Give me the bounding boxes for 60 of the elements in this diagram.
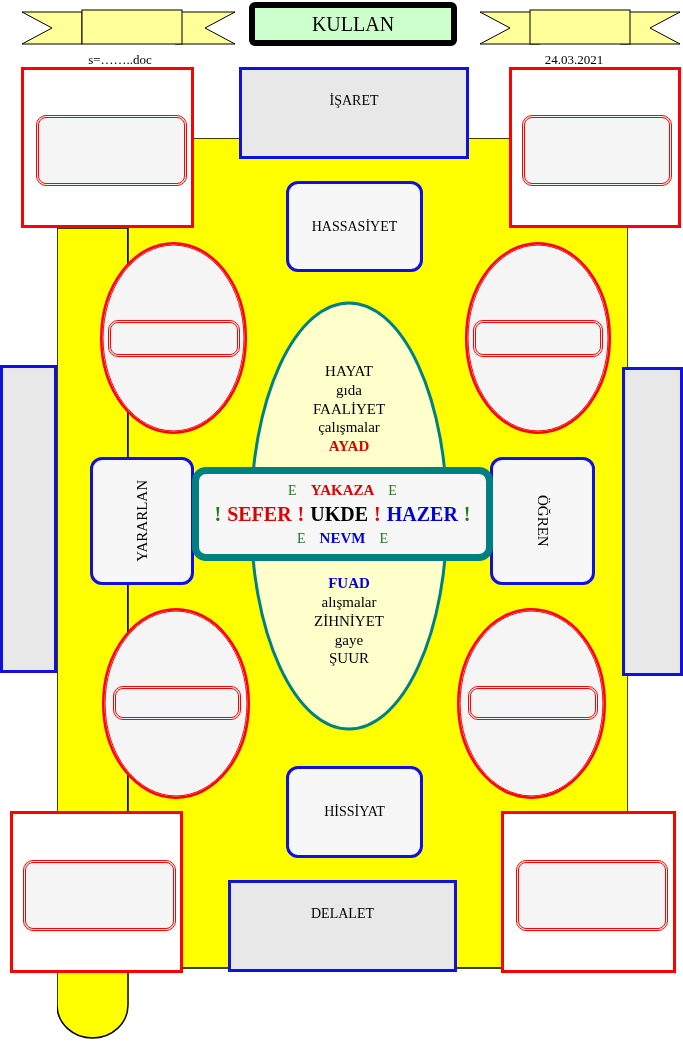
node-label: ! — [463, 501, 471, 527]
rounded-box — [286, 766, 423, 858]
node-label: ÖĞREN — [534, 495, 551, 547]
node-label: NEVM — [319, 528, 366, 548]
side-panel — [0, 365, 57, 673]
node-label: E — [388, 481, 397, 500]
node-label: İŞARET — [329, 92, 379, 110]
node-label: ! — [297, 501, 305, 527]
node-label: FAALİYET — [312, 399, 386, 419]
node-label: YARARLAN — [133, 480, 151, 562]
node-label: DELALET — [311, 905, 374, 923]
label-box — [228, 880, 457, 972]
rounded-box — [90, 457, 194, 585]
node-label: HAZER — [386, 501, 458, 527]
side-panel — [622, 367, 683, 676]
frame-box — [509, 67, 681, 228]
node-label: HAYAT — [325, 362, 373, 381]
node-label: HASSASİYET — [311, 217, 398, 236]
node-label: gıda — [336, 380, 362, 400]
rounded-panel — [36, 115, 187, 186]
node-label: çalışmalar — [318, 418, 380, 437]
node-label: gaye — [334, 630, 364, 650]
rounded-panel — [113, 686, 241, 720]
rounded-panel — [23, 860, 176, 931]
oval-shape — [464, 241, 612, 435]
oval-shape — [99, 241, 248, 435]
title-box — [249, 2, 457, 46]
node-label: E — [379, 529, 388, 547]
node-label: FUAD — [328, 574, 370, 593]
node-label: SEFER — [227, 501, 292, 527]
node-label: YAKAZA — [310, 480, 375, 500]
frame-box — [501, 811, 676, 973]
node-label: AYAD — [328, 437, 370, 456]
rounded-panel — [522, 115, 672, 186]
page-note: 24.03.2021 — [543, 52, 605, 68]
page-note: s=……..doc — [87, 52, 153, 68]
rounded-box — [286, 181, 423, 272]
label-box — [239, 67, 469, 159]
rounded-panel — [108, 320, 240, 357]
rounded-panel — [468, 686, 598, 720]
rounded-panel — [473, 320, 603, 357]
oval-shape — [101, 607, 251, 800]
oval-shape — [456, 607, 607, 800]
node-label: alışmalar — [321, 593, 377, 612]
node-label: ! — [214, 501, 222, 527]
frame-box — [10, 811, 183, 973]
ribbon-banner — [480, 10, 680, 46]
frame-box — [21, 67, 194, 228]
rounded-panel — [516, 860, 668, 931]
center-box — [192, 467, 493, 561]
node-label: E — [297, 529, 306, 547]
node-label: E — [288, 481, 297, 500]
node-label: KULLAN — [311, 11, 395, 37]
node-label: HİSSİYAT — [324, 803, 385, 821]
node-label: UKDE — [310, 501, 369, 527]
node-label: ŞUUR — [329, 649, 369, 668]
ribbon-banner — [22, 10, 235, 46]
rounded-box — [490, 457, 595, 585]
node-label: ! — [374, 501, 381, 527]
node-label: ZİHNİYET — [314, 611, 384, 631]
